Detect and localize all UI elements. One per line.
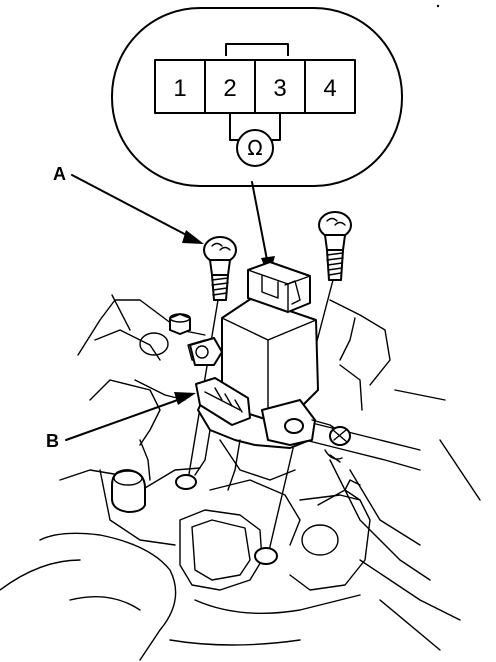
pin-label-2: 2 — [223, 75, 236, 102]
callout-a-leader — [71, 174, 197, 241]
pin-label-4: 4 — [323, 75, 336, 102]
pin-cell-1 — [154, 59, 206, 114]
mounting-hole-right-lower — [254, 547, 278, 565]
switch-body — [175, 261, 351, 565]
callout-b-leader — [65, 396, 187, 441]
stray-mark — [436, 4, 440, 8]
callout-label-a: A — [53, 164, 66, 184]
connector-face-callout: 1 2 3 4 Ω — [111, 7, 403, 187]
mounting-hole-left-lower — [175, 474, 197, 490]
mounting-bracket-background — [0, 294, 481, 661]
ohmmeter-icon — [236, 129, 274, 167]
pin-cell-4 — [304, 59, 356, 114]
pin-cell-2 — [204, 59, 256, 114]
meter-lead-right — [271, 112, 281, 141]
callout-a: A — [53, 164, 204, 244]
screw-left — [203, 236, 237, 301]
callout-b: B — [46, 392, 196, 451]
screw-right — [318, 211, 352, 281]
pin-label-3: 3 — [273, 75, 286, 102]
meter-lead-left — [229, 112, 239, 141]
connector-latch — [225, 43, 289, 56]
mounting-hole-right — [284, 418, 304, 434]
pin-label-1: 1 — [173, 75, 186, 102]
ohm-symbol: Ω — [247, 136, 262, 160]
callout-label-b: B — [46, 431, 59, 451]
